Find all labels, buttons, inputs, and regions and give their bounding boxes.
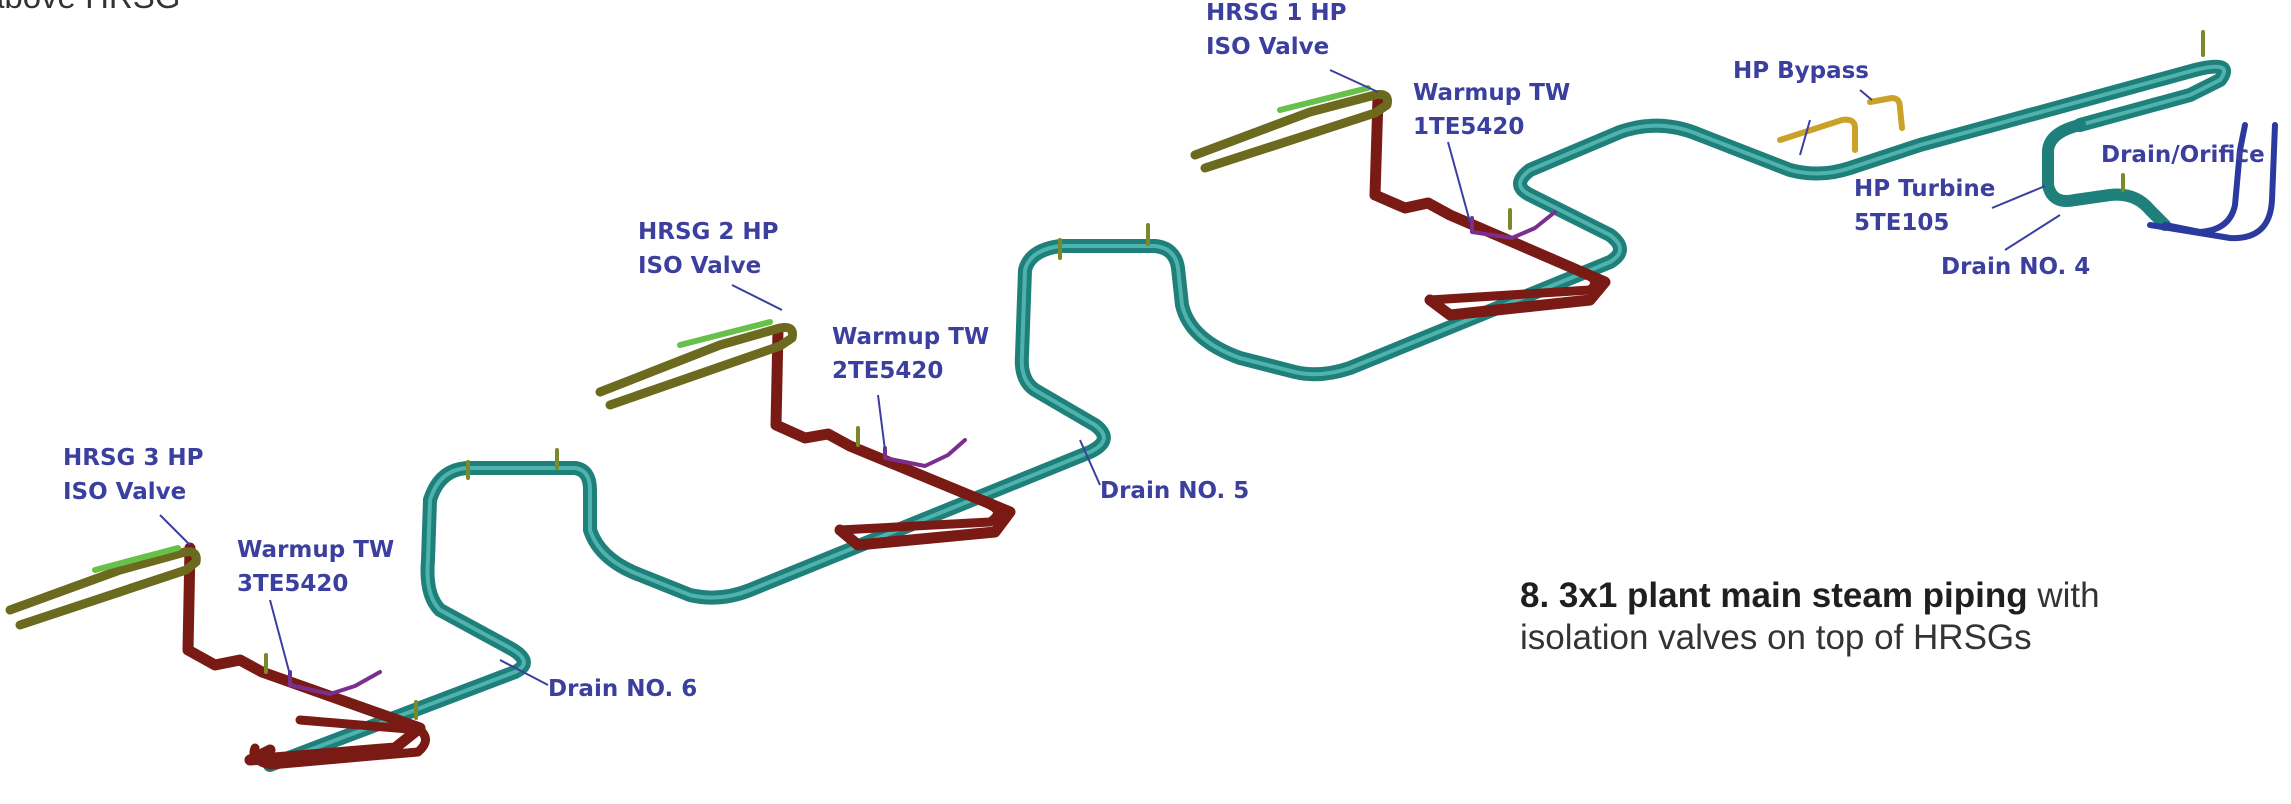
label-hrsg3-iso-valve: HRSG 3 HP ISO Valve <box>63 441 204 509</box>
leader-lines <box>159 69 2061 686</box>
label-warmup3: Warmup TW 3TE5420 <box>237 533 394 601</box>
hrsg1-branch <box>1190 85 1611 321</box>
hrsg3-branch <box>5 542 430 770</box>
label-warmup1: Warmup TW 1TE5420 <box>1413 76 1570 144</box>
drain-orifice-pipe-2 <box>2147 122 2278 242</box>
hrsg2-header-olive <box>595 323 797 410</box>
label-hp-bypass-text: HP Bypass <box>1733 58 1870 84</box>
figure-caption: 8. 3x1 plant main steam piping with isol… <box>1520 575 2100 659</box>
hrsg2-header-green <box>677 319 773 348</box>
label-drain4: Drain NO. 4 <box>1941 250 2090 284</box>
label-warmup2-line2: 2TE5420 <box>832 358 944 384</box>
label-drain5: Drain NO. 5 <box>1100 474 1249 508</box>
leader-drain6 <box>499 659 549 686</box>
hrsg2-branch-pipe <box>770 324 1016 551</box>
label-hrsg1-line1: HRSG 1 HP <box>1206 0 1347 26</box>
hrsg3-lower-loop <box>249 715 430 770</box>
hp-bypass-pipe <box>1777 116 1858 153</box>
turbine-loop-pipe <box>2042 119 2171 231</box>
leader-hrsg1 <box>1329 69 1379 93</box>
leader-drain4 <box>2004 214 2061 251</box>
hp-bypass-pipe-2 <box>1867 95 1905 131</box>
label-drain-orifice-text: Drain/Orifice <box>2101 142 2265 168</box>
hp-bypass-branch <box>1777 95 1905 153</box>
hrsg3-branch-pipe <box>182 542 426 766</box>
hrsg1-header-green <box>1277 85 1371 113</box>
label-hp-bypass: HP Bypass <box>1733 54 1869 88</box>
label-hrsg2-line1: HRSG 2 HP <box>638 219 779 245</box>
label-hp-turbine-line2: 5TE105 <box>1854 210 1950 236</box>
label-hrsg1-line2: ISO Valve <box>1206 34 1330 60</box>
label-warmup1-line1: Warmup TW <box>1413 80 1571 106</box>
label-warmup2: Warmup TW 2TE5420 <box>832 320 989 388</box>
label-hrsg3-line1: HRSG 3 HP <box>63 445 204 471</box>
label-hrsg1-iso-valve: HRSG 1 HP ISO Valve <box>1206 0 1347 64</box>
warmup3-line <box>288 670 382 696</box>
leader-hp-bypass <box>1799 119 1811 156</box>
drain-orifice-branch <box>2147 122 2278 242</box>
label-hrsg2-line2: ISO Valve <box>638 253 762 279</box>
caption-rest-line1: with <box>2027 576 2100 615</box>
warmup2-line <box>883 438 967 468</box>
label-drain-orifice: Drain/Orifice <box>2101 138 2265 172</box>
hrsg2-branch <box>595 319 1016 551</box>
leader-warmup2 <box>877 394 886 451</box>
leader-hp-bypass-2 <box>1859 89 1873 101</box>
hrsg1-branch-pipe <box>1369 92 1611 321</box>
hrsg1-lower-loop <box>1425 270 1599 305</box>
label-drain4-text: Drain NO. 4 <box>1941 254 2091 280</box>
leader-hp-turbine <box>1991 185 2046 209</box>
hrsg1-header-olive <box>1190 90 1392 173</box>
label-warmup2-line1: Warmup TW <box>832 324 990 350</box>
label-hp-turbine: HP Turbine 5TE105 <box>1854 172 1995 240</box>
hrsg3-header-olive <box>5 547 201 630</box>
label-hrsg2-iso-valve: HRSG 2 HP ISO Valve <box>638 215 779 283</box>
leader-drain5 <box>1079 439 1101 486</box>
valve-stems <box>264 30 2205 720</box>
label-hp-turbine-line1: HP Turbine <box>1854 176 1996 202</box>
label-drain5-text: Drain NO. 5 <box>1100 478 1250 504</box>
label-warmup1-line2: 1TE5420 <box>1413 114 1525 140</box>
caption-line2: isolation valves on top of HRSGs <box>1520 618 2032 657</box>
hrsg3-header-green <box>92 545 181 573</box>
top-text-fragment: above HRSG <box>0 0 180 16</box>
leader-warmup1 <box>1447 141 1471 223</box>
warmup1-line <box>1470 210 1557 240</box>
leader-hrsg2 <box>731 284 783 311</box>
leader-warmup3 <box>269 599 291 676</box>
label-hrsg3-line2: ISO Valve <box>63 479 187 505</box>
label-drain6: Drain NO. 6 <box>548 672 697 706</box>
label-warmup3-line2: 3TE5420 <box>237 571 349 597</box>
hrsg2-lower-loop <box>835 500 1002 535</box>
label-drain6-text: Drain NO. 6 <box>548 676 698 702</box>
caption-bold: 8. 3x1 plant main steam piping <box>1520 576 2028 615</box>
label-warmup3-line1: Warmup TW <box>237 537 395 563</box>
leader-hrsg3 <box>159 514 191 546</box>
